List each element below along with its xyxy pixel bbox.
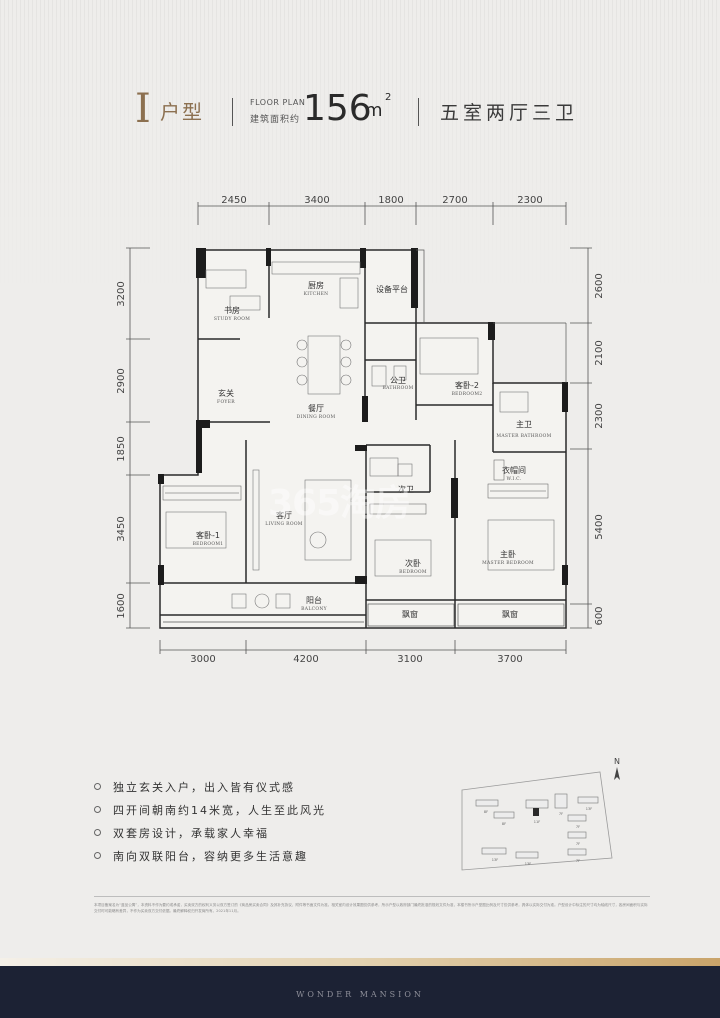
feature-item: 独立玄关入户，出入皆有仪式感 bbox=[94, 775, 326, 798]
bullet-icon bbox=[94, 852, 101, 859]
furniture bbox=[165, 261, 555, 609]
dim-bottom-1: 3000 bbox=[190, 654, 215, 665]
room-configuration: 五室两厅三卫 bbox=[440, 102, 579, 124]
room-foyer: 玄关 bbox=[218, 388, 234, 398]
site-label: 13F bbox=[586, 807, 592, 811]
room-dining-en: DINING ROOM bbox=[297, 414, 336, 420]
feature-item: 双套房设计，承载家人幸福 bbox=[94, 821, 326, 844]
dim-left-3: 1850 bbox=[116, 436, 127, 461]
site-label: 8F bbox=[502, 822, 506, 826]
dim-bottom-4: 3700 bbox=[497, 654, 522, 665]
site-plan: N 8F 8F 11F 13F 7F 7F 7F 13F 13F 7F bbox=[461, 757, 620, 871]
feature-list: 独立玄关入户，出入皆有仪式感 四开间朝南约14米宽，人生至此风光 双套房设计，承… bbox=[94, 775, 326, 867]
dim-right-2: 2100 bbox=[594, 340, 605, 365]
room-master-bedroom: 主卧 bbox=[500, 549, 516, 559]
room-bedroom2-en: BEDROOM2 bbox=[452, 391, 483, 397]
room-balcony-en: BALCONY bbox=[301, 606, 327, 612]
divider bbox=[94, 896, 650, 897]
bullet-icon bbox=[94, 806, 101, 813]
room-labels: 书房 STUDY ROOM 厨房 KITCHEN 设备平台 公卫 BATHROO… bbox=[193, 280, 552, 619]
unit-type-label: 户型 bbox=[160, 100, 204, 124]
dim-top-1: 2450 bbox=[221, 195, 246, 206]
room-kitchen-en: KITCHEN bbox=[304, 291, 329, 297]
room-bay-window-2: 飘窗 bbox=[502, 609, 518, 619]
disclaimer: 本项目备案名为“蓝品公寓”，本资料不作为要约或承诺，买卖双方的权利义务以双方签订… bbox=[94, 903, 648, 913]
room-master-bedroom-en: MASTER BEDROOM bbox=[482, 560, 534, 566]
compass-label: N bbox=[614, 757, 620, 766]
brand-name: WONDER MANSION bbox=[296, 990, 424, 999]
room-second-bathroom: 次卫 bbox=[398, 484, 414, 494]
bullet-icon bbox=[94, 783, 101, 790]
site-label: 13F bbox=[525, 862, 531, 866]
dim-top-3: 1800 bbox=[378, 195, 403, 206]
compass-icon bbox=[614, 767, 620, 780]
site-label: 7F bbox=[576, 825, 580, 829]
room-walk-in-closet: 衣帽间 bbox=[502, 465, 526, 475]
room-second-bedroom-en: BEDROOM bbox=[399, 569, 427, 575]
room-master-bathroom-en: MASTER BATHROOM bbox=[496, 433, 551, 439]
dim-top-4: 2700 bbox=[442, 195, 467, 206]
room-bedroom1-en: BEDROOM1 bbox=[193, 541, 224, 547]
feature-item: 四开间朝南约14米宽，人生至此风光 bbox=[94, 798, 326, 821]
room-bedroom1: 客卧-1 bbox=[196, 530, 220, 540]
room-study: 书房 bbox=[224, 305, 240, 315]
room-study-en: STUDY ROOM bbox=[214, 316, 250, 322]
room-living-en: LIVING ROOM bbox=[265, 521, 303, 527]
room-dining: 餐厅 bbox=[308, 404, 324, 413]
header-divider bbox=[232, 98, 233, 126]
site-label: 8F bbox=[484, 810, 488, 814]
site-label: 11F bbox=[534, 820, 540, 824]
room-equipment-platform: 设备平台 bbox=[376, 284, 408, 294]
dim-top-5: 2300 bbox=[517, 195, 542, 206]
room-master-bathroom: 主卫 bbox=[516, 419, 532, 429]
dim-right-4: 5400 bbox=[594, 514, 605, 539]
area-unit: m bbox=[365, 100, 383, 121]
footer: WONDER MANSION bbox=[0, 966, 720, 1018]
dim-right-3: 2300 bbox=[594, 403, 605, 428]
footer-accent bbox=[0, 958, 720, 966]
dim-right-5: 600 bbox=[594, 606, 605, 625]
room-second-bedroom: 次卧 bbox=[405, 558, 421, 568]
area-unit-superscript: 2 bbox=[385, 92, 392, 103]
site-label: 7F bbox=[576, 859, 580, 863]
room-kitchen: 厨房 bbox=[308, 280, 324, 290]
wall-posts bbox=[158, 248, 568, 585]
header-divider bbox=[418, 98, 419, 126]
dim-bottom-3: 3100 bbox=[397, 654, 422, 665]
room-bay-window-1: 飘窗 bbox=[402, 609, 418, 619]
window-frames bbox=[163, 249, 567, 627]
room-walk-in-closet-en: W.I.C. bbox=[507, 476, 522, 482]
dim-top-2: 3400 bbox=[304, 195, 329, 206]
room-living: 客厅 bbox=[276, 510, 292, 520]
dim-bottom-2: 4200 bbox=[293, 654, 318, 665]
dim-left-1: 3200 bbox=[116, 281, 127, 306]
floor-plan-label-cn: 建筑面积约 bbox=[250, 115, 301, 125]
storage-hatching bbox=[162, 459, 549, 515]
site-label: 7F bbox=[576, 842, 580, 846]
unit-type-letter: I bbox=[135, 86, 151, 132]
area-value: 156 bbox=[303, 88, 372, 129]
room-bathroom-en: BATHROOM bbox=[382, 385, 413, 391]
site-label: 7F bbox=[559, 812, 563, 816]
header: I 户型 FLOOR PLAN 建筑面积约 156 m 2 五室两厅三卫 bbox=[0, 86, 720, 132]
dim-left-4: 3450 bbox=[116, 516, 127, 541]
bullet-icon bbox=[94, 829, 101, 836]
room-bedroom2: 客卧-2 bbox=[455, 380, 479, 390]
feature-item: 南向双联阳台，容纳更多生活意趣 bbox=[94, 844, 326, 867]
dim-right-1: 2600 bbox=[594, 273, 605, 298]
watermark: 365淘房 bbox=[268, 483, 411, 524]
room-foyer-en: FOYER bbox=[217, 399, 235, 405]
site-label: 13F bbox=[492, 858, 498, 862]
floor-plan-label-en: FLOOR PLAN bbox=[250, 98, 306, 107]
dimension-labels: 2450 3400 1800 2700 2300 3000 4200 3100 … bbox=[116, 195, 605, 665]
room-bathroom: 公卫 bbox=[390, 376, 406, 385]
floor-area bbox=[160, 250, 566, 628]
dim-left-5: 1600 bbox=[116, 593, 127, 618]
dim-left-2: 2900 bbox=[116, 368, 127, 393]
room-balcony: 阳台 bbox=[306, 595, 322, 605]
dimension-lines bbox=[126, 202, 592, 654]
